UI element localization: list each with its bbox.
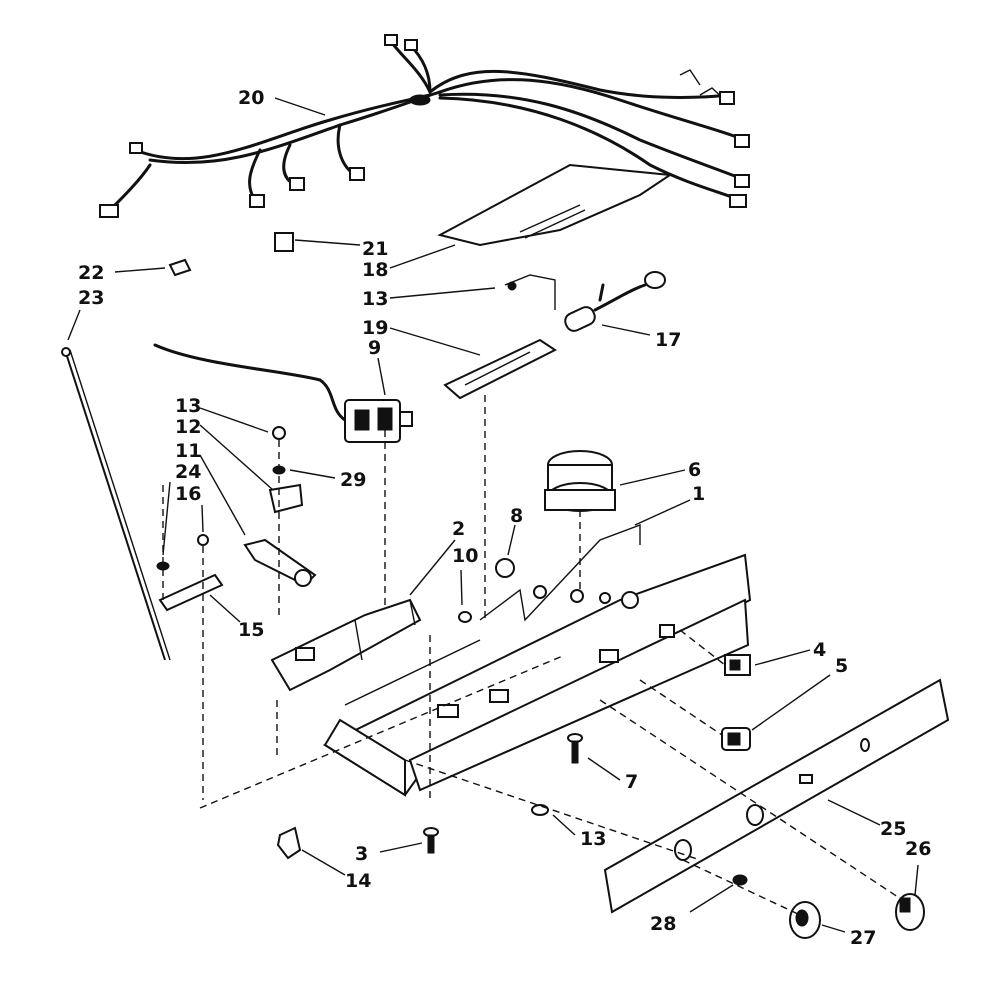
switch-5 [721,727,751,751]
callout-9: 9 [368,337,381,359]
callout-5: 5 [835,655,848,677]
callout-27: 27 [850,927,876,949]
callout-16: 16 [175,483,201,505]
control-rod [61,347,171,661]
callout-11: 11 [175,440,201,462]
knob-27 [789,901,821,939]
callout-labels: 20 21 18 13 19 9 17 22 23 13 12 11 24 16… [78,87,931,949]
front-panel [603,678,950,914]
screw-10 [458,611,472,623]
callout-10: 10 [452,545,478,567]
bracket-parts [156,426,317,800]
callout-23: 23 [78,287,104,309]
callout-18: 18 [362,259,388,281]
callout-24: 24 [175,461,201,483]
control-6 [544,450,616,603]
callout-20: 20 [238,87,264,109]
screw-13-lower [531,804,549,816]
callout-29: 29 [340,469,366,491]
mounting-bracket [270,430,422,760]
callout-6: 6 [688,459,701,481]
clip [274,232,294,252]
switch-9 [153,343,413,443]
thermistor-assembly [443,271,666,400]
callout-13-top: 13 [362,288,388,310]
clip-14 [276,826,302,860]
callout-19: 19 [362,317,388,339]
callout-13-bottom: 13 [580,828,606,850]
spring-28 [732,874,748,886]
callout-25: 25 [880,818,906,840]
control-housing [322,395,752,800]
screw-22 [168,258,192,277]
callout-14: 14 [345,870,371,892]
leader-lines [67,97,919,933]
callout-2: 2 [452,518,465,540]
callout-7: 7 [625,771,638,793]
callout-12: 12 [175,416,201,438]
wiring-harness [99,34,750,218]
callout-28: 28 [650,913,676,935]
callout-3: 3 [355,843,368,865]
callout-26: 26 [905,838,931,860]
callout-22: 22 [78,262,104,284]
knob-26 [895,893,925,931]
button-8 [495,558,515,578]
callout-1: 1 [692,483,705,505]
screw-3 [423,827,439,854]
callout-17: 17 [655,329,681,351]
callout-21: 21 [362,238,388,260]
callout-8: 8 [510,505,523,527]
switch-4 [724,654,751,676]
screw-7 [567,733,583,764]
callout-13-left: 13 [175,395,201,417]
callout-4: 4 [813,639,826,661]
cover-plate [437,163,673,247]
callout-15: 15 [238,619,264,641]
